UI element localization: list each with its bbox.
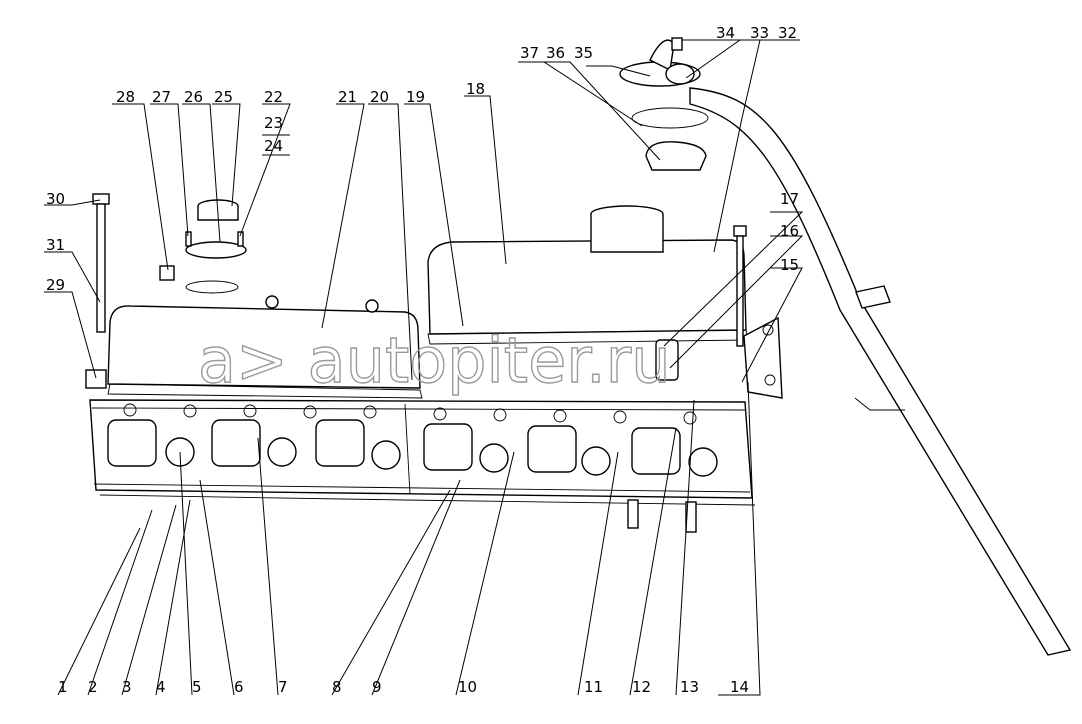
valve-cover-rear [427, 205, 749, 345]
callout-4: 4 [156, 678, 166, 696]
cylinder-head-assembly [89, 399, 756, 533]
callout-21: 21 [338, 88, 357, 106]
callout-28: 28 [116, 88, 135, 106]
head-bolt-bosses [123, 403, 697, 425]
callout-1: 1 [58, 678, 68, 696]
callout-5: 5 [192, 678, 202, 696]
callout-33: 33 [750, 24, 769, 42]
callout-13: 13 [680, 678, 699, 696]
callout-34: 34 [716, 24, 735, 42]
leader-lines [44, 39, 804, 696]
bracket-and-pipe [655, 87, 1072, 656]
callout-20: 20 [370, 88, 389, 106]
callout-2: 2 [88, 678, 98, 696]
callout-16: 16 [780, 222, 799, 240]
callout-6: 6 [234, 678, 244, 696]
callout-3: 3 [122, 678, 132, 696]
callout-37: 37 [520, 44, 539, 62]
callout-29: 29 [46, 276, 65, 294]
callout-24: 24 [264, 137, 283, 155]
long-bolts [85, 193, 747, 389]
callout-10: 10 [458, 678, 477, 696]
callout-35: 35 [574, 44, 593, 62]
callout-32: 32 [778, 24, 797, 42]
callout-12: 12 [632, 678, 651, 696]
callout-8: 8 [332, 678, 342, 696]
callout-11: 11 [584, 678, 603, 696]
port-openings [107, 419, 718, 477]
callout-labels: 1 2 3 4 5 6 7 8 9 10 11 12 13 14 15 16 1… [46, 24, 799, 696]
callout-7: 7 [278, 678, 288, 696]
callout-31: 31 [46, 236, 65, 254]
callout-14: 14 [730, 678, 749, 696]
callout-36: 36 [546, 44, 565, 62]
callout-15: 15 [780, 256, 799, 274]
callout-23: 23 [264, 114, 283, 132]
callout-17: 17 [780, 190, 799, 208]
callout-18: 18 [466, 80, 485, 98]
callout-25: 25 [214, 88, 233, 106]
breather-assembly [619, 37, 709, 171]
watermark: a> autopiter.ru [198, 324, 671, 397]
callout-27: 27 [152, 88, 171, 106]
callout-26: 26 [184, 88, 203, 106]
callout-22: 22 [264, 88, 283, 106]
valve-cover-front [107, 295, 423, 399]
callout-9: 9 [372, 678, 382, 696]
oil-filler-cap-stack [159, 199, 247, 294]
callout-30: 30 [46, 190, 65, 208]
callout-19: 19 [406, 88, 425, 106]
